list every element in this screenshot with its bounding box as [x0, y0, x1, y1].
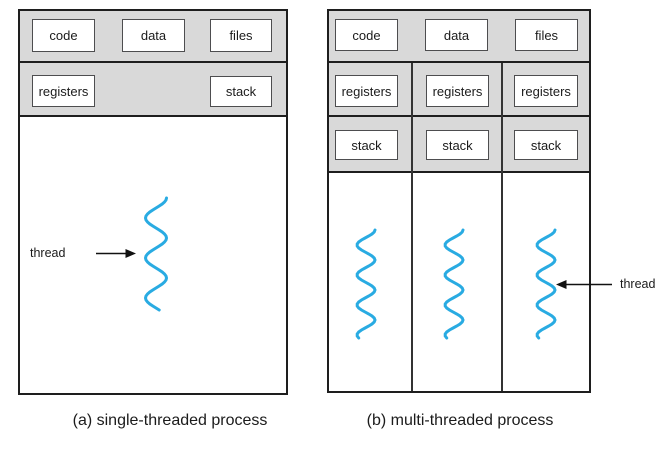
registers-box: registers: [32, 75, 95, 107]
thread-column-divider: [411, 63, 413, 391]
code-box: code: [32, 19, 95, 52]
stack-box: stack: [210, 76, 272, 107]
registers-box: registers: [426, 75, 489, 107]
registers-box: registers: [335, 75, 398, 107]
registers-box: registers: [514, 75, 578, 107]
caption-multi-threaded: (b) multi-threaded process: [366, 412, 554, 429]
thread-label: thread: [620, 277, 656, 291]
stack-box: stack: [514, 130, 578, 160]
stack-box: stack: [426, 130, 489, 160]
thread-column-divider: [501, 63, 503, 391]
data-box: data: [425, 19, 488, 51]
files-box: files: [210, 19, 272, 52]
thread-label: thread: [30, 246, 66, 260]
stack-box: stack: [335, 130, 398, 160]
code-box: code: [335, 19, 398, 51]
files-box: files: [515, 19, 578, 51]
caption-single-threaded: (a) single-threaded process: [72, 412, 268, 429]
data-box: data: [122, 19, 185, 52]
